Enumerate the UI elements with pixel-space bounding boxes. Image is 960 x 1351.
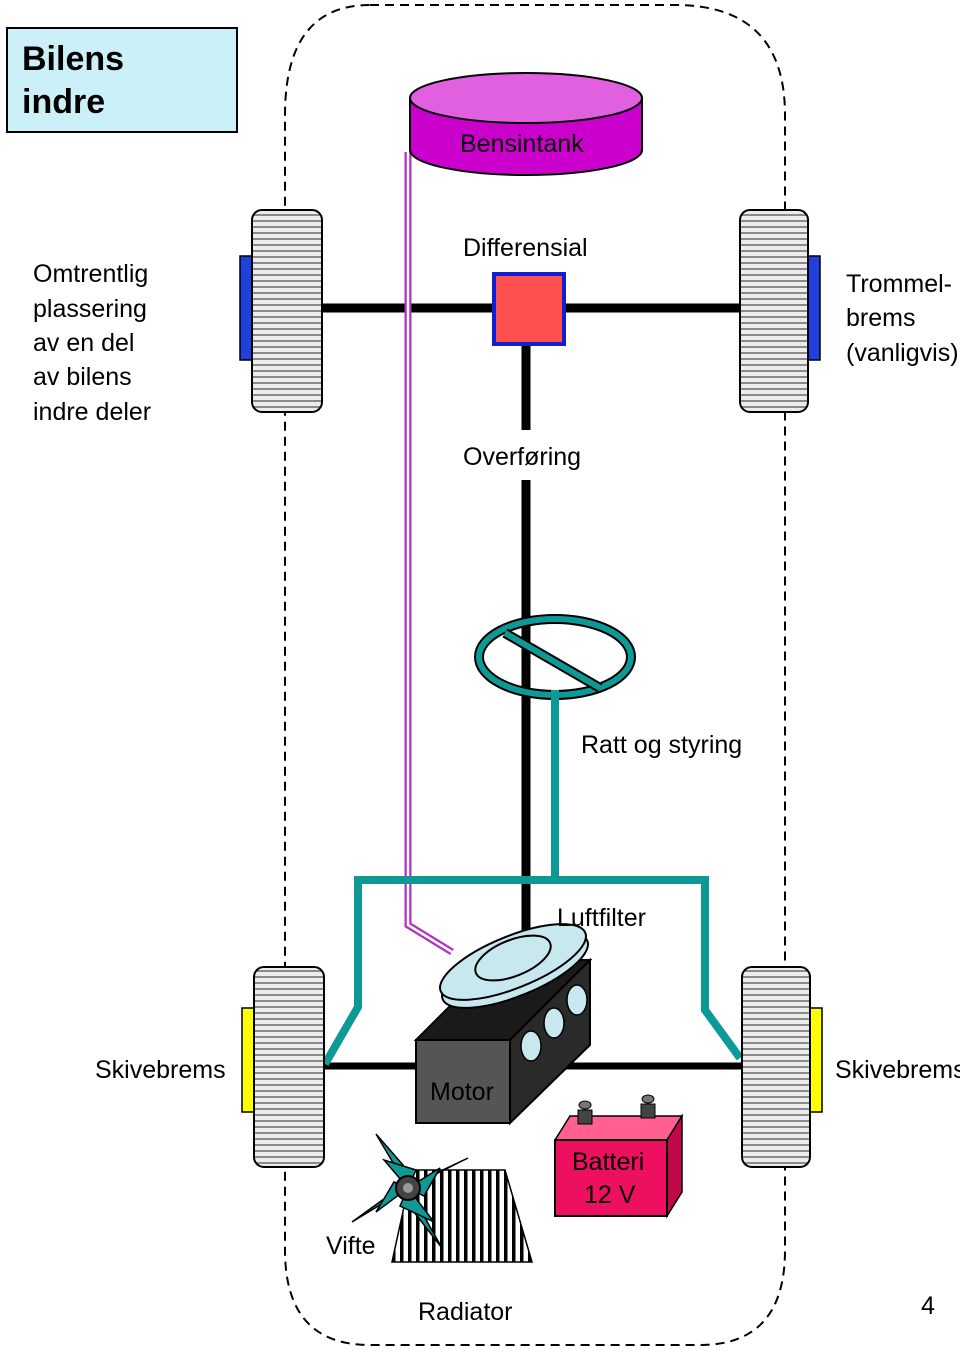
rear-left-wheel [239, 209, 323, 413]
air-filter: Luftfilter [439, 904, 646, 1009]
front-left-wheel [241, 966, 325, 1168]
front-right-wheel [741, 966, 823, 1168]
rear-right-wheel [739, 209, 821, 413]
fan-label: Vifte [326, 1232, 376, 1260]
differential: Differensial [463, 234, 588, 346]
side-note-line-3: av en del [33, 329, 134, 357]
steering-label: Ratt og styring [581, 731, 742, 759]
title-line-1: Bilens [22, 40, 124, 78]
drum-brake-label: Trommel- brems (vanligvis) [846, 270, 959, 367]
steering-linkage [321, 876, 744, 1067]
battery: Batteri 12 V [553, 1094, 684, 1219]
drum-brake-label-line-2: brems [846, 304, 915, 332]
engine-label: Motor [430, 1078, 494, 1106]
fuel-tank-label: Bensintank [460, 130, 584, 158]
side-note: Omtrentlig plassering av en del av bilen… [33, 260, 151, 426]
side-note-line-1: Omtrentlig [33, 260, 148, 288]
radiator: Radiator [391, 1169, 534, 1326]
battery-label-line-2: 12 V [584, 1181, 636, 1209]
radiator-label: Radiator [418, 1298, 513, 1326]
side-note-line-5: indre deler [33, 398, 151, 426]
fuel-tank: Bensintank [409, 72, 643, 176]
fan-icon: Vifte [326, 1133, 469, 1260]
fuel-line [404, 152, 454, 955]
drum-brake-label-line-3: (vanligvis) [846, 339, 959, 367]
battery-label-line-1: Batteri [572, 1148, 644, 1176]
transmission-label: Overføring [463, 443, 581, 471]
disc-brake-label-left: Skivebrems [95, 1056, 226, 1084]
title-box: Bilens indre [6, 27, 238, 133]
car-body-outline [284, 4, 786, 1346]
side-note-line-2: plassering [33, 295, 147, 323]
air-filter-label: Luftfilter [557, 904, 646, 932]
steering: Ratt og styring [321, 614, 744, 1067]
differential-label: Differensial [463, 234, 588, 262]
drum-brake-label-line-1: Trommel- [846, 270, 952, 298]
disc-brake-label-right: Skivebrems [835, 1056, 960, 1084]
title-line-2: indre [22, 83, 105, 121]
side-note-line-4: av bilens [33, 363, 132, 391]
page-number: 4 [921, 1292, 935, 1320]
